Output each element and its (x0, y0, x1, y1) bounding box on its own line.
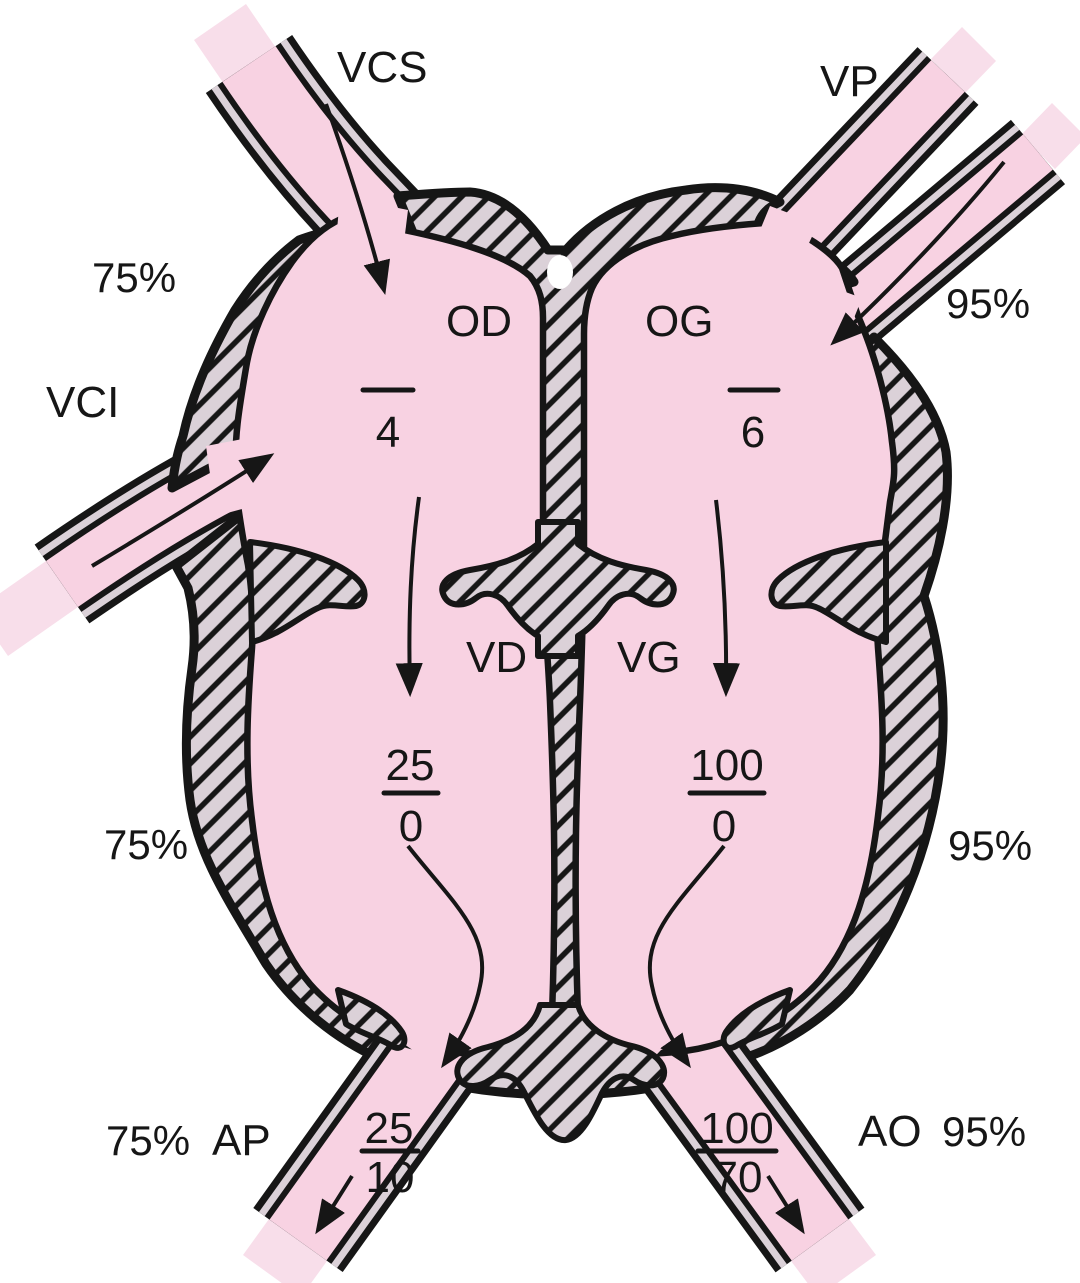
ap-diastolic: 10 (366, 1153, 415, 1202)
saturation-ap: 75% (106, 1117, 190, 1164)
ao-diastolic: 70 (714, 1153, 763, 1202)
arrow-od-to-vd (395, 496, 423, 698)
ao-systolic: 100 (700, 1104, 773, 1153)
label-vcs: VCS (337, 43, 427, 92)
label-vp: VP (820, 57, 879, 106)
vessel-cut-stubs (0, 4, 1080, 1283)
label-og: OG (645, 297, 713, 346)
label-vci: VCI (46, 378, 119, 427)
arrow-vd-to-ap (406, 844, 485, 1069)
arrow-vp-to-og (830, 160, 1006, 346)
od-mean-pressure: 4 (376, 408, 400, 457)
vcs-stub (194, 4, 276, 84)
mitral-lateral-leaflet (768, 539, 889, 645)
arrow-vci-to-od (90, 453, 275, 568)
valves (247, 255, 889, 1143)
septal-av-leaflets (439, 519, 677, 659)
label-ao: AO (858, 1107, 922, 1156)
pulmonary-valve-leaflet (335, 987, 408, 1051)
ao-stub (791, 1219, 876, 1283)
vg-diastolic: 0 (712, 802, 736, 851)
arrow-ap-exit (315, 1174, 354, 1235)
vessel-vcs (205, 34, 430, 274)
saturation-upper-left: 75% (92, 254, 176, 301)
arrow-og-to-vg (712, 499, 740, 698)
vessel-vp-upper (769, 47, 979, 261)
arrow-ao-exit (766, 1174, 805, 1235)
ap-stub (243, 1219, 327, 1283)
labels: VCS VP VCI 75% 95% OD OG 4 6 VD VG 25 0 … (46, 43, 1032, 1202)
saturation-upper-right: 95% (946, 280, 1030, 327)
fossa-ovalis (547, 255, 573, 289)
tricuspid-lateral-leaflet (247, 539, 368, 645)
label-ap: AP (212, 1116, 271, 1165)
vd-systolic: 25 (386, 741, 435, 790)
arrow-vcs-to-od (324, 103, 391, 295)
flow-arrows (90, 103, 1006, 1235)
vp-upper-stub (931, 27, 996, 93)
saturation-mid-left: 75% (104, 821, 188, 868)
label-od: OD (446, 297, 512, 346)
septum-anchor (454, 1002, 668, 1143)
vp-lower-stub (1021, 103, 1080, 169)
ap-systolic: 25 (365, 1104, 414, 1153)
label-vd: VD (466, 633, 527, 682)
vg-systolic: 100 (690, 741, 763, 790)
saturation-mid-right: 95% (948, 822, 1032, 869)
arrow-vg-to-ao (647, 844, 726, 1069)
vp-upper-opening (756, 206, 818, 262)
aortic-valve-leaflet (720, 987, 793, 1051)
vd-diastolic: 0 (399, 802, 423, 851)
vcs-opening (336, 196, 408, 258)
saturation-ao: 95% (942, 1108, 1026, 1155)
label-vg: VG (617, 633, 681, 682)
og-mean-pressure: 6 (741, 408, 765, 457)
vci-stub (0, 561, 78, 656)
